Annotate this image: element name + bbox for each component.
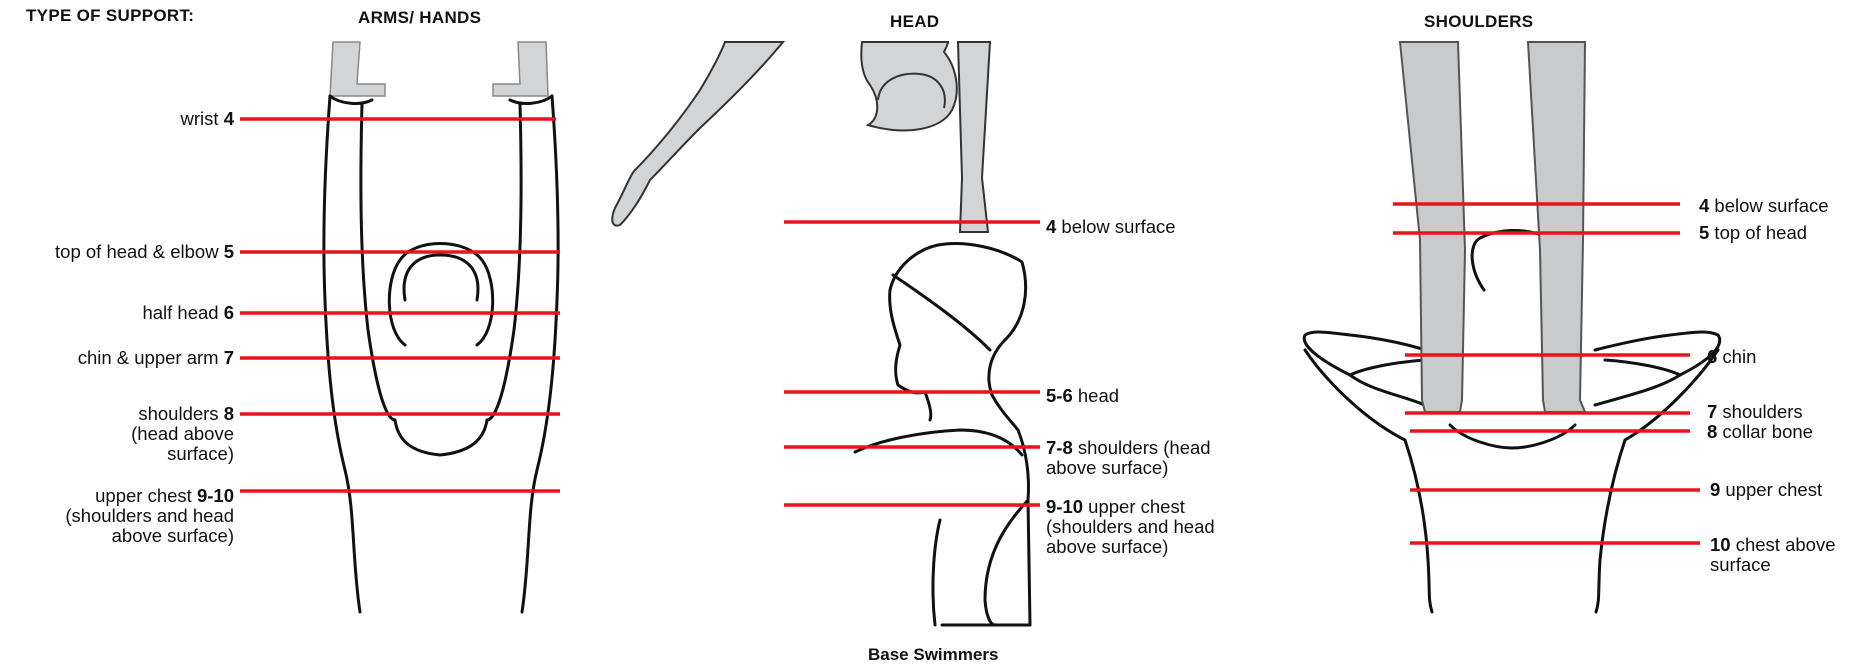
shoulders-label-below-surface: 4 below surface — [1699, 196, 1829, 216]
shoulders-label-top-of-head: 5 top of head — [1699, 223, 1807, 243]
head-heading: HEAD — [890, 12, 939, 32]
head-label-head: 5-6 head — [1046, 386, 1119, 406]
arms-label-chin: chin & upper arm 7 — [78, 348, 234, 368]
type-of-support-heading: TYPE OF SUPPORT: — [26, 6, 194, 26]
arms-label-upper-chest: upper chest 9-10 (shoulders and head abo… — [65, 486, 234, 546]
shoulders-heading: SHOULDERS — [1424, 12, 1533, 32]
shoulders-label-shoulders: 7 shoulders — [1707, 402, 1803, 422]
arms-label-shoulders: shoulders 8 (head above surface) — [131, 404, 234, 464]
shoulders-label-chest-above: 10 chest above surface — [1710, 535, 1835, 575]
shoulders-label-chin: 6 chin — [1707, 347, 1756, 367]
arms-label-wrist: wrist 4 — [181, 109, 234, 129]
head-label-shoulders: 7-8 shoulders (head above surface) — [1046, 438, 1211, 478]
head-label-upper-chest: 9-10 upper chest (shoulders and head abo… — [1046, 497, 1215, 557]
shoulders-label-upper-chest: 9 upper chest — [1710, 480, 1822, 500]
head-label-below-surface: 4 below surface — [1046, 217, 1176, 237]
shoulders-label-collar-bone: 8 collar bone — [1707, 422, 1813, 442]
shoulders-support-figure — [1304, 42, 1719, 612]
arms-label-half-head: half head 6 — [142, 303, 234, 323]
arms-support-figure — [324, 42, 558, 612]
arms-label-top-of-head: top of head & elbow 5 — [55, 242, 234, 262]
arms-hands-heading: ARMS/ HANDS — [358, 8, 481, 28]
base-swimmers-caption: Base Swimmers — [868, 645, 998, 665]
head-support-figure — [612, 42, 1030, 625]
